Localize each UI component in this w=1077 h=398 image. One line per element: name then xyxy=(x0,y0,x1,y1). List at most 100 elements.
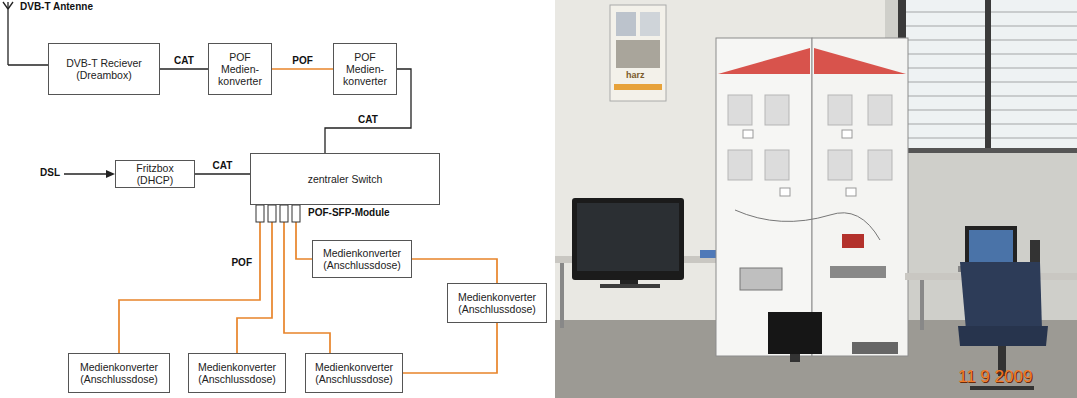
cable-type-label: POF xyxy=(291,55,314,66)
lab-photo xyxy=(743,130,753,138)
lab-photo xyxy=(728,95,892,180)
lab-photo xyxy=(728,95,752,125)
lab-photo xyxy=(830,266,886,278)
lab-photo xyxy=(958,326,1048,346)
poster-text: harz xyxy=(626,71,645,81)
lab-photo xyxy=(572,198,684,280)
outlet-converter-box: Medienkonverter (Anschlussdose) xyxy=(188,353,286,393)
antenna-symbol xyxy=(8,2,13,9)
node-label: Medienkonverter (Anschlussdose) xyxy=(317,247,407,271)
media-converter-box: POF Medien- konverter xyxy=(333,43,397,95)
lab-photo xyxy=(852,342,898,354)
lab-photo xyxy=(555,0,1077,398)
lab-photo xyxy=(555,0,1077,398)
cable-type-label: CAT xyxy=(212,160,234,171)
lab-photo xyxy=(718,48,810,74)
lab-photo xyxy=(846,188,856,196)
lab-photo xyxy=(828,150,852,180)
lab-photo xyxy=(560,263,564,328)
router-box: Fritzbox (DHCP) xyxy=(115,160,195,188)
lab-photo xyxy=(965,226,1017,266)
lab-photo xyxy=(577,203,679,271)
sfp-module xyxy=(280,205,288,222)
antenna-symbol xyxy=(8,64,48,65)
lab-photo xyxy=(960,262,1042,330)
outlet-converter-box: Medienkonverter (Anschlussdose) xyxy=(312,240,412,278)
dsl-arrow xyxy=(64,173,108,174)
lab-photo xyxy=(616,40,660,68)
input-label: DSL xyxy=(40,167,60,178)
dsl-arrow xyxy=(64,170,115,178)
antenna-symbol xyxy=(3,2,8,9)
sfp-module xyxy=(292,205,300,222)
lab-photo xyxy=(828,95,852,125)
dsl-arrow xyxy=(106,170,115,178)
pof-cable xyxy=(403,323,497,373)
lab-photo xyxy=(969,230,1013,262)
lab-photo xyxy=(842,234,864,248)
lab-photo xyxy=(735,210,880,240)
cat-cable xyxy=(160,68,208,69)
node-label: Medienkonverter (Anschlussdose) xyxy=(73,361,165,385)
node-label: Fritzbox (DHCP) xyxy=(120,162,190,186)
node-label: zentraler Switch xyxy=(255,173,435,185)
lab-photo xyxy=(898,148,1077,153)
lab-photo xyxy=(868,150,892,180)
node-label: Medienkonverter (Anschlussdose) xyxy=(193,361,281,385)
node-label: DVB-T Reciever (Dreambox) xyxy=(53,57,155,81)
date-stamp: 11 9 2009 xyxy=(958,368,1032,387)
lab-photo xyxy=(985,0,991,150)
sfp-module xyxy=(268,205,276,222)
outlet-converter-box: Medienkonverter (Anschlussdose) xyxy=(447,283,547,323)
pof-cable xyxy=(284,205,330,353)
outlet-converter-box: Medienkonverter (Anschlussdose) xyxy=(305,353,403,393)
cable-type-label: CAT xyxy=(173,55,195,66)
lab-photo xyxy=(812,38,908,356)
pof-cable xyxy=(119,205,260,353)
antenna-symbol xyxy=(7,2,8,65)
pof-cable xyxy=(412,259,497,283)
lab-photo xyxy=(716,38,812,356)
node-label: POF Medien- konverter xyxy=(338,51,392,87)
sfp-module xyxy=(256,205,264,222)
lab-photo xyxy=(920,280,924,330)
switch-box: zentraler Switch xyxy=(250,153,440,205)
lab-photo xyxy=(885,0,1077,330)
lab-photo xyxy=(728,150,752,180)
lab-photo xyxy=(768,312,822,354)
cable-type-label: POF xyxy=(230,257,253,268)
cable-type-label: CAT xyxy=(357,114,379,125)
media-converter-box: POF Medien- konverter xyxy=(208,43,272,95)
node-label: Medienkonverter (Anschlussdose) xyxy=(310,361,398,385)
lab-photo xyxy=(868,95,892,125)
pof-cable xyxy=(272,68,333,70)
sfp-module xyxy=(256,205,300,222)
lab-photo xyxy=(814,48,906,74)
module-label: POF-SFP-Module xyxy=(308,207,390,218)
lab-photo xyxy=(616,12,636,36)
antenna-label: DVB-T Antenne xyxy=(20,1,93,12)
lab-photo xyxy=(740,268,782,290)
outlet-converter-box: Medienkonverter (Anschlussdose) xyxy=(68,353,170,393)
lab-photo xyxy=(600,284,660,288)
lab-photo xyxy=(842,130,852,138)
cat-cable xyxy=(195,173,250,174)
lab-photo xyxy=(614,84,662,90)
lab-photo xyxy=(743,130,856,196)
node-label: Medienkonverter (Anschlussdose) xyxy=(452,291,542,315)
lab-photo xyxy=(765,150,789,180)
lab-photo xyxy=(790,354,800,362)
lab-photo xyxy=(765,95,789,125)
lab-photo xyxy=(780,188,790,196)
pof-cable xyxy=(237,205,272,353)
node-label: POF Medien- konverter xyxy=(213,51,267,87)
lab-photo xyxy=(640,12,660,36)
receiver-box: DVB-T Reciever (Dreambox) xyxy=(48,43,160,95)
lab-photo xyxy=(970,386,1034,390)
lab-photo xyxy=(898,0,1077,150)
lab-photo xyxy=(610,5,666,101)
